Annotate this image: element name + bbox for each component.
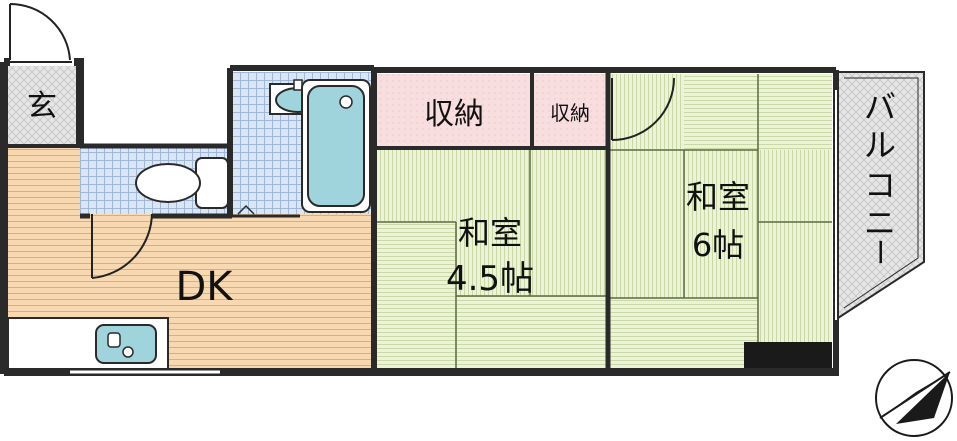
washitsu-45-name: 和室 — [458, 214, 522, 252]
balcony-char: コ — [864, 166, 896, 204]
balcony-char: バ — [864, 88, 896, 126]
storage-large: 収納 — [376, 74, 530, 146]
balcony: バ ル コ ニ ー — [837, 71, 925, 320]
washitsu-4-5: 和室 4.5帖 — [376, 150, 606, 370]
balcony-char: ル — [864, 126, 896, 164]
storage-small: 収納 — [534, 74, 606, 146]
washitsu-6: 和室 6帖 — [610, 74, 832, 370]
door-swing-icon[interactable] — [9, 2, 72, 63]
compass-icon — [875, 359, 953, 437]
bathroom — [232, 72, 372, 215]
washitsu-6-name: 和室 — [686, 178, 750, 216]
bathtub-icon — [301, 79, 371, 213]
washitsu-45-size: 4.5帖 — [446, 259, 534, 299]
storage-large-label: 収納 — [424, 97, 484, 132]
dining-kitchen-label: DK — [175, 264, 234, 310]
balcony-char: ー — [863, 238, 896, 266]
entrance-label: 玄 — [27, 89, 57, 124]
entrance: 玄 — [8, 2, 76, 146]
balcony-label: バ ル コ ニ ー — [863, 88, 896, 266]
door-swing-icon[interactable] — [91, 211, 154, 279]
balcony-char: ニ — [864, 204, 896, 242]
toilet-room — [80, 148, 232, 214]
washitsu-6-size: 6帖 — [692, 226, 744, 264]
storage-small-label: 収納 — [550, 101, 590, 125]
door-swing-icon[interactable] — [611, 77, 675, 141]
sink-icon — [95, 324, 157, 364]
windows — [70, 90, 837, 376]
